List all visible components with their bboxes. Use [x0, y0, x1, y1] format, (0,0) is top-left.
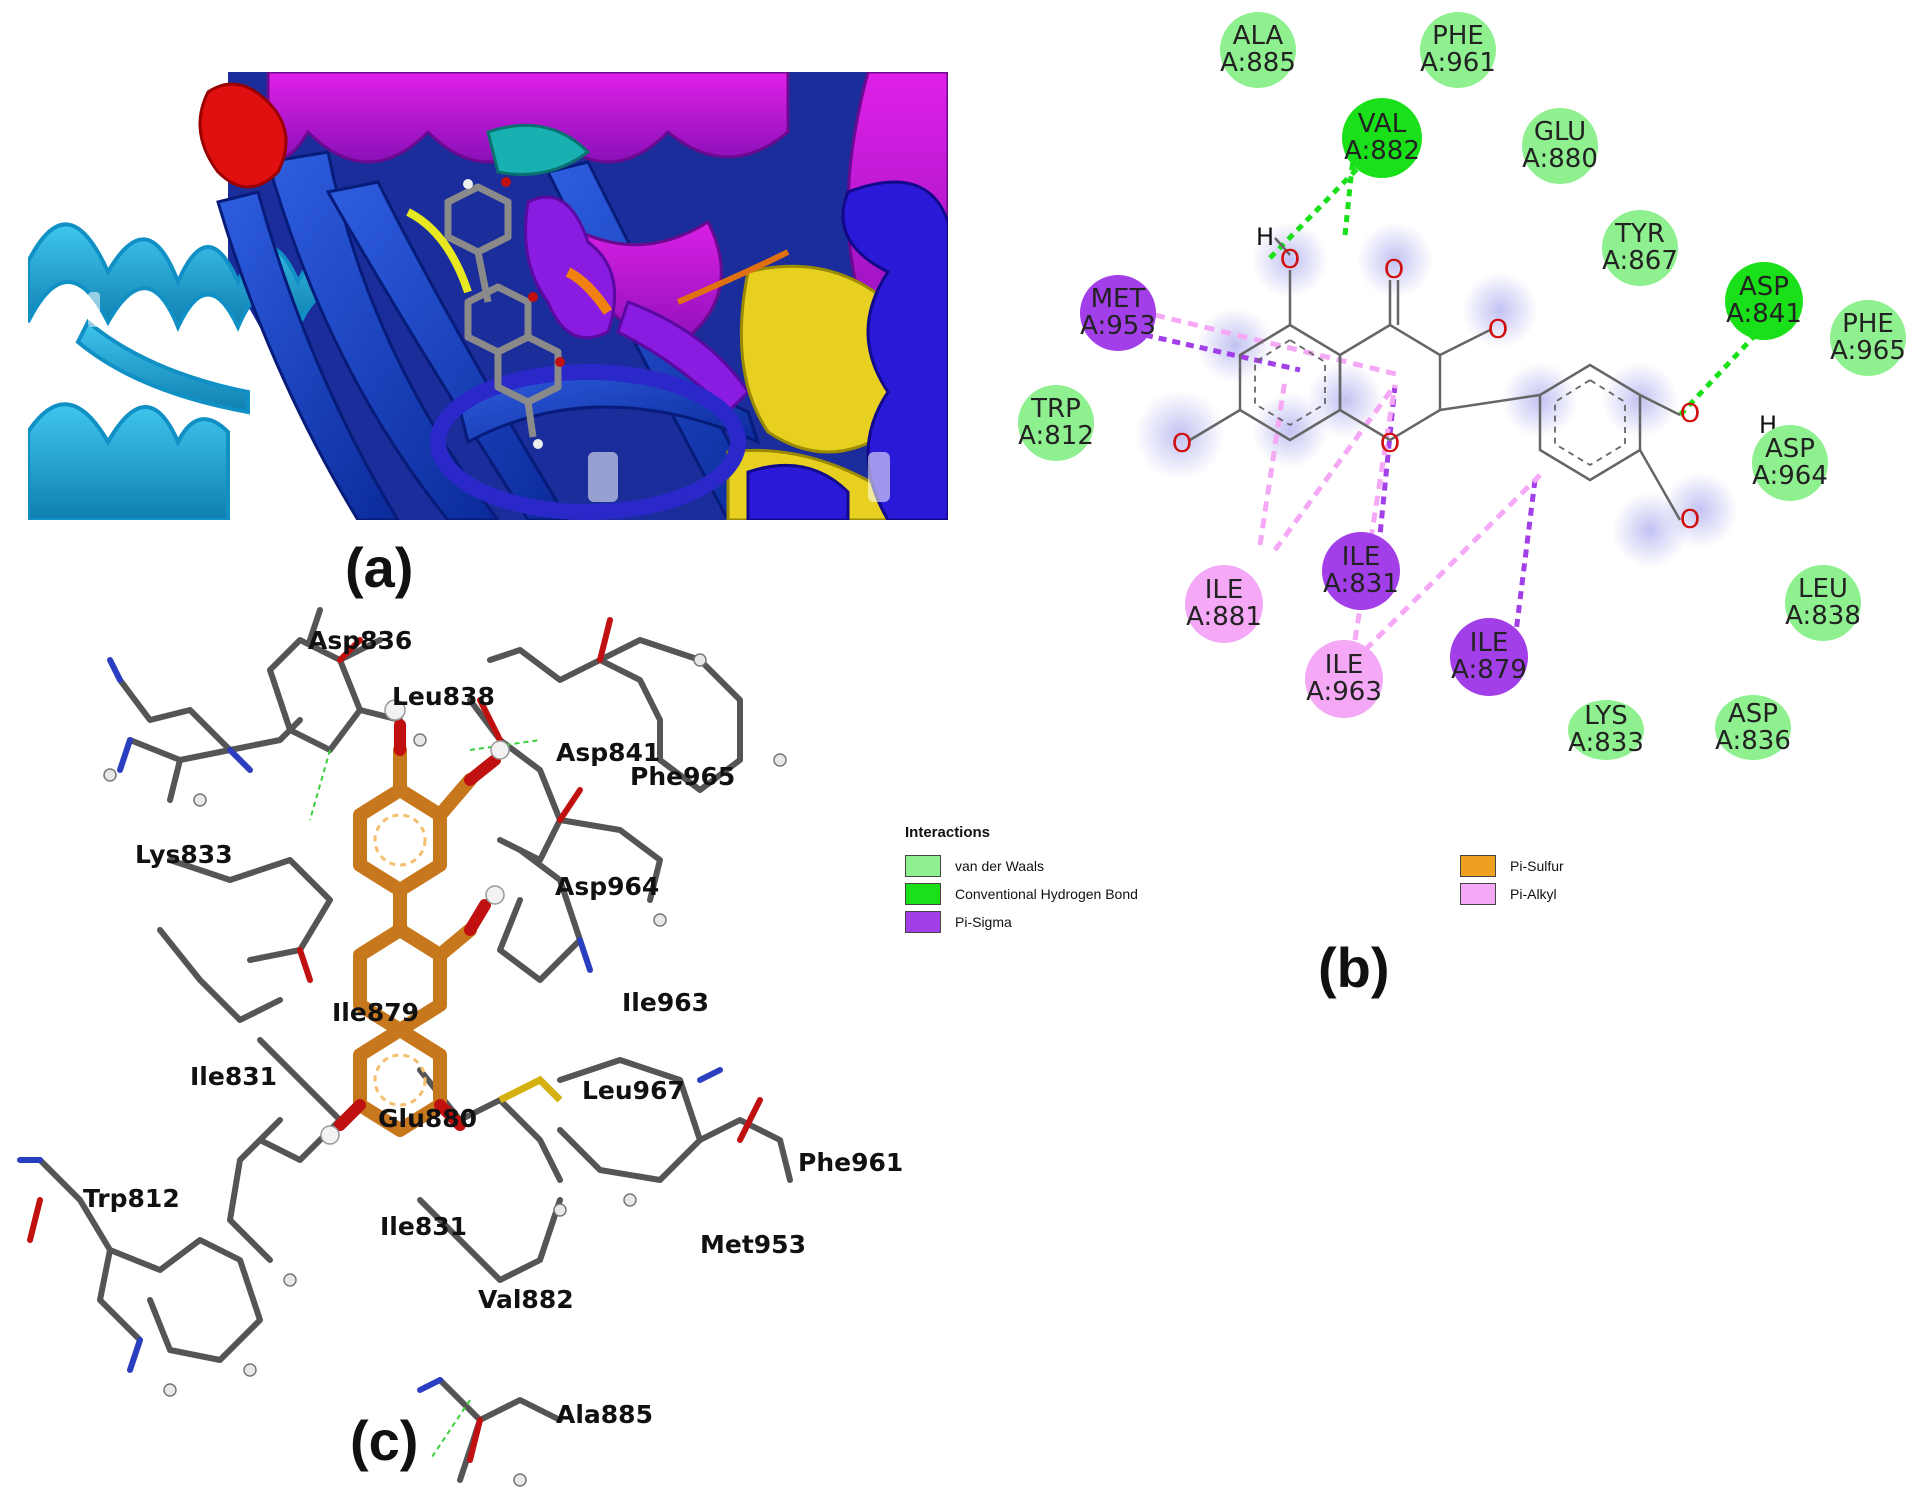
swatch-van-der-waals — [905, 855, 941, 877]
residue-label-leu838: Leu838 — [392, 682, 495, 711]
residue-label-lys833: Lys833 — [135, 840, 233, 869]
ligand-structure: O O O O O O O H H — [1135, 109, 1777, 652]
residue-label-ile831-lower: Ile831 — [380, 1212, 468, 1241]
caption-a: (a) — [345, 536, 414, 599]
caption-b: (b) — [1318, 936, 1390, 999]
residue-label-asp836: Asp836 — [308, 626, 413, 655]
residue-label-trp812: Trp812 — [83, 1184, 180, 1213]
stick-model — [17, 607, 793, 1487]
residue-label-phe961: Phe961 — [798, 1148, 904, 1177]
ribbon-graphic — [28, 72, 948, 520]
svg-text:H: H — [1256, 223, 1274, 251]
interactions-legend: Interactions van der Waals Conventional … — [905, 820, 1645, 960]
residue-label-asp841: Asp841 — [556, 738, 661, 767]
svg-text:O: O — [1488, 315, 1508, 345]
residue-label-glu880: Glu880 — [378, 1104, 478, 1133]
residue-label-val882: Val882 — [478, 1285, 574, 1314]
legend-item-pi-sulfur: Pi-Sulfur — [1460, 855, 1564, 877]
residue-label-phe965: Phe965 — [630, 762, 736, 791]
legend-title: Interactions — [905, 824, 991, 841]
residue-label-asp964: Asp964 — [555, 872, 660, 901]
legend-item-pi-alkyl: Pi-Alkyl — [1460, 883, 1557, 905]
legend-item-van-der-waals: van der Waals — [905, 855, 1044, 877]
swatch-pi-alkyl — [1460, 883, 1496, 905]
swatch-conventional-hbond — [905, 883, 941, 905]
svg-text:O: O — [1280, 245, 1300, 275]
svg-text:O: O — [1380, 429, 1400, 459]
legend-item-pi-sigma: Pi-Sigma — [905, 911, 1012, 933]
residue-label-ile963: Ile963 — [622, 988, 710, 1017]
residue-label-met953: Met953 — [700, 1230, 806, 1259]
residue-label-ile879: Ile879 — [332, 998, 420, 1027]
legend-item-conventional-hbond: Conventional Hydrogen Bond — [905, 883, 1138, 905]
residue-label-ile831-upper: Ile831 — [190, 1062, 278, 1091]
swatch-pi-sigma — [905, 911, 941, 933]
svg-text:O: O — [1680, 505, 1700, 535]
svg-text:O: O — [1384, 255, 1404, 285]
residue-label-leu967: Leu967 — [582, 1076, 685, 1105]
protein-ribbon-render — [28, 72, 948, 520]
residue-label-ala885: Ala885 — [556, 1400, 653, 1429]
svg-text:O: O — [1172, 429, 1192, 459]
caption-c: (c) — [350, 1409, 419, 1472]
svg-text:O: O — [1680, 399, 1700, 429]
binding-pose-3d: Asp836 Leu838 Asp841 Phe965 Lys833 Asp96… — [0, 600, 930, 1487]
swatch-pi-sulfur — [1460, 855, 1496, 877]
